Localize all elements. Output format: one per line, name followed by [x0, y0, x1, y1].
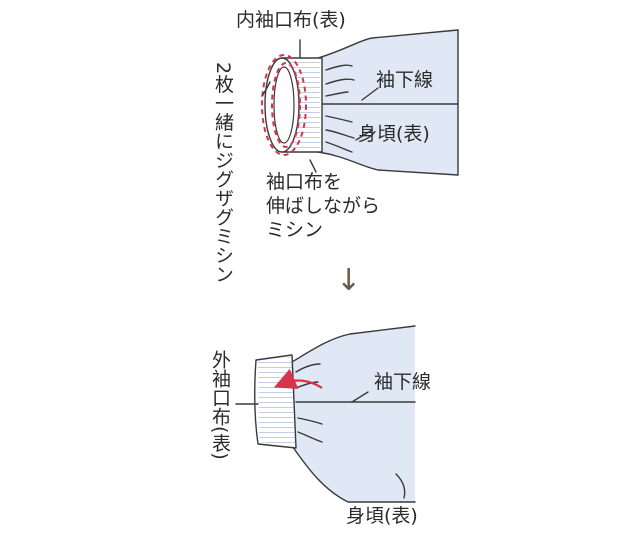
- top-zigzag-stitch: [261, 54, 307, 156]
- top-stretch-note-line-3: ミシン: [266, 219, 323, 241]
- top-underarm-label: 袖下線: [376, 69, 433, 91]
- top-stretch-note-line-2: 伸ばしながら: [266, 195, 380, 217]
- top-stitch-note: 2枚一緒にジグザグミシン: [212, 62, 234, 283]
- top-body-label: 身頃(表): [358, 123, 430, 145]
- bottom-body-label: 身頃(表): [346, 505, 418, 527]
- top-inner-cuff-label: 内袖口布(表): [236, 9, 346, 31]
- bottom-figure: 外袖口布(表) 袖下線 身頃(表): [209, 325, 431, 527]
- bottom-fold-arrow: [273, 368, 323, 389]
- top-gathers: [325, 64, 355, 153]
- bottom-sleeve-body: [292, 326, 415, 502]
- bottom-underarm-label: 袖下線: [374, 371, 431, 393]
- down-arrow-icon: ↓: [336, 263, 361, 298]
- top-sleeve-body: [318, 30, 458, 175]
- top-figure: 内袖口布(表) 袖下線 身頃(表) 袖口布を 伸ばしながら ミシン 2枚一緒にジ…: [212, 9, 459, 283]
- top-stretch-note-line-1: 袖口布を: [266, 171, 342, 193]
- bottom-outer-cuff-label: 外袖口布(表): [209, 350, 231, 460]
